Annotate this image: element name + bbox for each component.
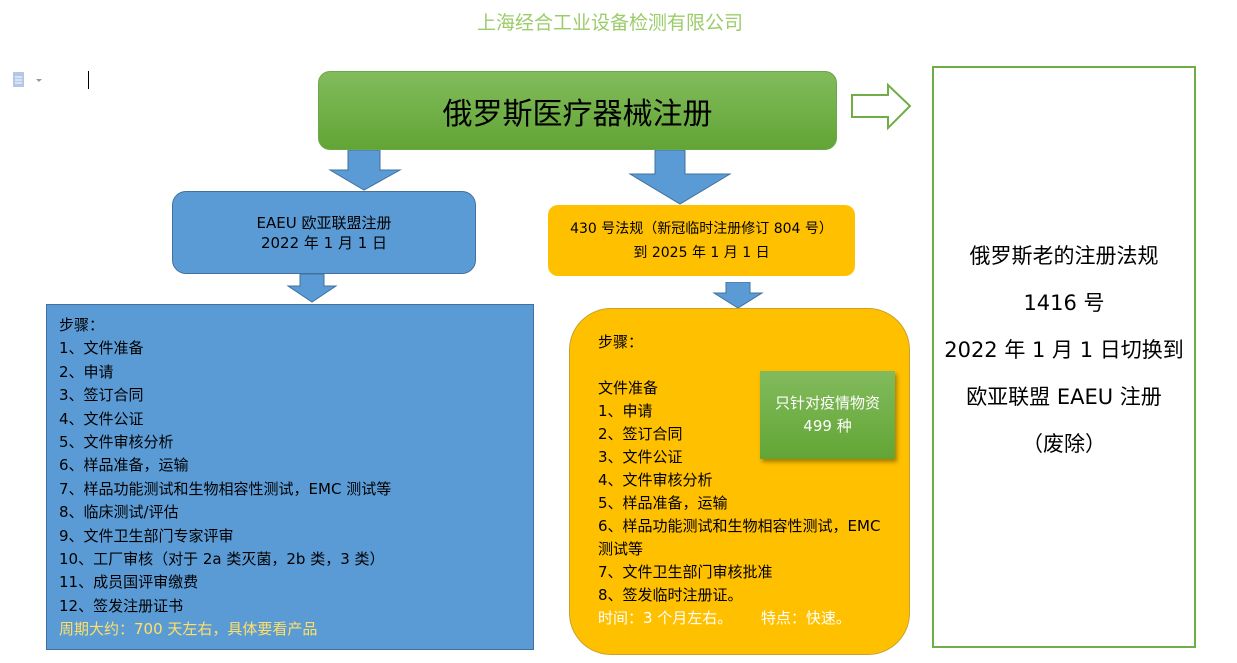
old-line: （废除）: [1022, 431, 1106, 456]
covid-note-count: 499 种: [803, 417, 852, 435]
down-arrow-icon: [712, 282, 764, 309]
step: 11、成员国评审缴费: [59, 573, 199, 592]
steps-title: 步骤：: [598, 333, 644, 351]
step: 2、签订合同: [598, 425, 683, 443]
down-arrow-icon: [628, 150, 732, 205]
law-title: 430 号法规（新冠临时注册修订 804 号）: [570, 220, 833, 237]
step: 6、样品功能测试和生物相容性测试，EMC 测试等: [598, 517, 881, 558]
step: 1、申请: [598, 402, 653, 420]
step: 6、样品准备，运输: [59, 456, 189, 475]
eaeu-title: EAEU 欧亚联盟注册: [256, 213, 392, 232]
main-title-box: 俄罗斯医疗器械注册: [318, 71, 837, 150]
step: 9、文件卫生部门专家评审: [59, 526, 234, 545]
down-arrow-icon: [328, 150, 402, 191]
down-arrow-icon: [286, 274, 338, 303]
temp-law-box: 430 号法规（新冠临时注册修订 804 号） 到 2025 年 1 月 1 日: [548, 205, 855, 276]
temp-footer: 时间：3 个月左右。 特点：快速。: [598, 609, 851, 627]
period-note: 周期大约：700 天左右，具体要看产品: [59, 620, 318, 639]
step: 文件准备: [598, 379, 659, 397]
step: 7、文件卫生部门审核批准: [598, 563, 773, 581]
covid-note-line: 只针对疫情物资: [774, 394, 880, 412]
step: 5、文件审核分析: [59, 433, 174, 452]
old-line: 欧亚联盟 EAEU 注册: [966, 384, 1162, 409]
old-regulation-box: 俄罗斯老的注册法规 1416 号 2022 年 1 月 1 日切换到 欧亚联盟 …: [932, 66, 1196, 648]
step: 5、样品准备，运输: [598, 494, 728, 512]
step: 1、文件准备: [59, 339, 144, 358]
old-line: 俄罗斯老的注册法规: [969, 243, 1159, 268]
eaeu-box: EAEU 欧亚联盟注册 2022 年 1 月 1 日: [172, 191, 476, 274]
step: 3、文件公证: [598, 448, 683, 466]
eaeu-date: 2022 年 1 月 1 日: [260, 233, 388, 252]
step: 8、临床测试/评估: [59, 503, 179, 522]
company-header: 上海经合工业设备检测有限公司: [476, 12, 743, 34]
steps-title: 步骤：: [59, 316, 105, 334]
step: 2、申请: [59, 362, 114, 381]
step: 10、工厂审核（对于 2a 类灭菌，2b 类，3 类）: [59, 550, 385, 569]
old-line: 1416 号: [1023, 290, 1105, 315]
step: 8、签发临时注册证。: [598, 586, 743, 604]
text-cursor: [88, 71, 89, 89]
document-icon[interactable]: [12, 71, 44, 93]
step: 4、文件公证: [59, 409, 144, 428]
step: 12、签发注册证书: [59, 596, 184, 615]
old-line: 2022 年 1 月 1 日切换到: [944, 337, 1184, 362]
eaeu-steps-box: 步骤： 1、文件准备 2、申请 3、签订合同 4、文件公证 5、文件审核分析 6…: [46, 304, 534, 650]
law-date: 到 2025 年 1 月 1 日: [633, 244, 770, 261]
step: 3、签订合同: [59, 386, 144, 405]
temp-steps-box: 步骤： 文件准备 1、申请 2、签订合同 3、文件公证 4、文件审核分析 5、样…: [569, 308, 910, 655]
step: 7、样品功能测试和生物相容性测试，EMC 测试等: [59, 479, 392, 498]
right-arrow-icon: [851, 83, 912, 131]
step: 4、文件审核分析: [598, 471, 713, 489]
covid-note-box: 只针对疫情物资 499 种: [760, 371, 895, 459]
